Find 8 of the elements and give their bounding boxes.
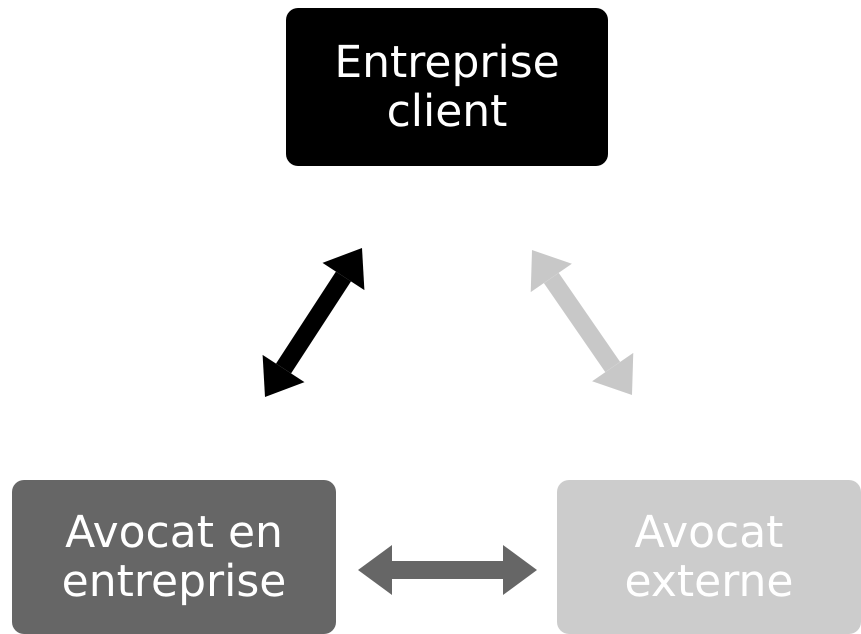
node-label: Avocat en entreprise	[60, 508, 288, 606]
process-box	[286, 8, 608, 166]
node-label: Entreprise client	[333, 38, 561, 136]
process-box	[12, 480, 336, 634]
double-arrow	[358, 545, 537, 595]
double-arrow	[262, 248, 364, 397]
double-arrow	[530, 250, 634, 395]
process-box	[557, 480, 861, 634]
